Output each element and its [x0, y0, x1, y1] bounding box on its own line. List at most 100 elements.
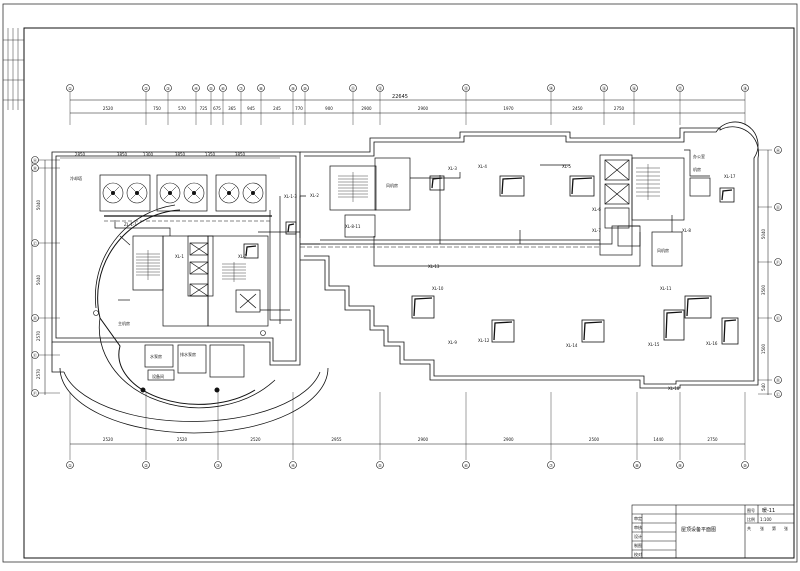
- ahu-unit: [499, 175, 525, 197]
- sheet-inner-border: [23, 27, 795, 559]
- top-dimension-lines: [70, 99, 745, 114]
- top-dimension: 2900: [418, 106, 429, 111]
- label-xl6: XL-6: [592, 207, 601, 212]
- right-stair-1: [338, 172, 368, 202]
- right-dimension: 3500: [761, 284, 766, 295]
- label-xl7: XL-7: [592, 228, 601, 233]
- right-axis-marker: Ⓕ: [774, 258, 782, 266]
- top-axis-marker-label: ⑯: [632, 85, 636, 91]
- top-dimension: 2900: [361, 106, 372, 111]
- left-axis-marker-label: Ⓔ: [33, 352, 37, 358]
- right-axis-marker: Ⓒ: [774, 390, 782, 398]
- label-equipment: 设备间: [152, 373, 164, 379]
- top-axis-marker: ⑱: [741, 84, 749, 92]
- right-axis-marker-label: Ⓕ: [776, 259, 780, 265]
- ahu-unit: [721, 317, 739, 345]
- right-axis-marker: Ⓔ: [774, 314, 782, 322]
- label-xl10: XL-10: [432, 286, 444, 291]
- bottom-axis-marker-label: ①: [68, 463, 72, 468]
- label-machine-room: 机房: [693, 166, 701, 172]
- top-axis-marker-label: ⑱: [743, 85, 747, 91]
- cooling-tower-units: [99, 174, 267, 212]
- top-dimension: 2520: [103, 106, 114, 111]
- bottom-axis-marker-label: ⑧: [635, 463, 639, 468]
- top-dimension: 725: [200, 106, 208, 111]
- top-dimension: 945: [247, 106, 255, 111]
- top-axis-marker-label: ⑦: [239, 86, 243, 91]
- top-axis-marker: ④: [192, 84, 200, 92]
- label-xl1: XL-1: [175, 254, 184, 259]
- title-block-texts: 图号 暖-11 比例 1:100 屋顶设备平面图 审定 审核 设计 制图 校对 …: [634, 507, 788, 557]
- ahu-unit: [684, 295, 712, 319]
- top-axis-marker-label: ⑫: [378, 85, 382, 91]
- ahu-unit: [411, 295, 435, 319]
- top-axis-marker-label: ⑬: [464, 85, 468, 91]
- label-fan-room-2: 风机房: [657, 247, 669, 253]
- bottom-axis-marker-label: ③: [216, 463, 220, 468]
- air-handling-units: [243, 175, 739, 345]
- bottom-axis-marker: ⑤: [376, 461, 384, 469]
- right-building-walls: [300, 121, 759, 389]
- sheet-no-label: 图号: [747, 507, 755, 513]
- ahu-unit: [491, 319, 515, 343]
- right-axis-marker: Ⓓ: [774, 376, 782, 384]
- label-xl15: XL-15: [648, 342, 660, 347]
- left-axis-marker: Ⓕ: [31, 389, 39, 397]
- inner-dimension: 1350: [205, 152, 216, 157]
- right-axis-marker-label: Ⓓ: [776, 377, 780, 383]
- top-axis-marker-label: ②: [144, 86, 148, 91]
- bottom-dimension: 2900: [418, 437, 429, 442]
- sheet-unit-2: 张: [784, 525, 788, 531]
- row-check: 校对: [634, 551, 642, 557]
- top-dimension: 365: [228, 106, 236, 111]
- drawing-number: 暖-11: [762, 507, 775, 514]
- bottom-dimension: 2500: [589, 437, 600, 442]
- drawing-title: 屋顶设备平面图: [681, 526, 716, 533]
- right-axis-marker-label: Ⓔ: [776, 315, 780, 321]
- top-axis-marker: ⑪: [349, 84, 357, 92]
- top-axis-marker-label: ⑭: [549, 85, 553, 91]
- label-riser2: XL-8-11: [345, 224, 361, 229]
- left-axis-marker: Ⓐ: [31, 156, 39, 164]
- top-axis-marker: ⑯: [630, 84, 638, 92]
- left-axis-marker-label: Ⓐ: [33, 157, 37, 163]
- right-dimension: 540: [761, 383, 766, 391]
- ahu-unit: [429, 175, 445, 191]
- top-dimension: 770: [295, 106, 303, 111]
- label-xl12: XL-12: [478, 338, 490, 343]
- top-axis-marker-label: ④: [194, 86, 198, 91]
- ahu-unit: [285, 221, 297, 235]
- top-axis-marker: ⑤: [207, 84, 215, 92]
- top-axis-marker-label: ⑧: [259, 86, 263, 91]
- top-dimension: 900: [325, 106, 333, 111]
- top-axis-marker: ⑧: [257, 84, 265, 92]
- top-axis-marker-label: ⑩: [303, 86, 307, 91]
- top-dimension: 570: [178, 106, 186, 111]
- top-axis-marker: ⑰: [676, 84, 684, 92]
- ahu-unit: [243, 243, 259, 259]
- bottom-axis-marker: ⑨: [676, 461, 684, 469]
- sheet-idx: 第: [772, 525, 776, 531]
- label-office: 办公室: [693, 153, 705, 159]
- top-axis-marker-label: ⑤: [209, 86, 213, 91]
- bottom-axis-marker-label: ②: [144, 463, 148, 468]
- bottom-dimension: 2520: [250, 437, 261, 442]
- label-xl14: XL-14: [566, 343, 578, 348]
- title-block: [631, 504, 795, 559]
- top-axis-marker-label: ⑰: [678, 85, 682, 91]
- ahu-unit: [719, 187, 735, 203]
- top-axis-marker: ①: [66, 84, 74, 92]
- label-xl8: XL-8: [682, 228, 691, 233]
- top-axis-marker: ⑭: [547, 84, 555, 92]
- scale-label: 比例: [747, 516, 755, 522]
- label-xl11: XL-11: [660, 286, 672, 291]
- cooling-tower: [99, 174, 151, 212]
- right-stair-2: [636, 164, 660, 200]
